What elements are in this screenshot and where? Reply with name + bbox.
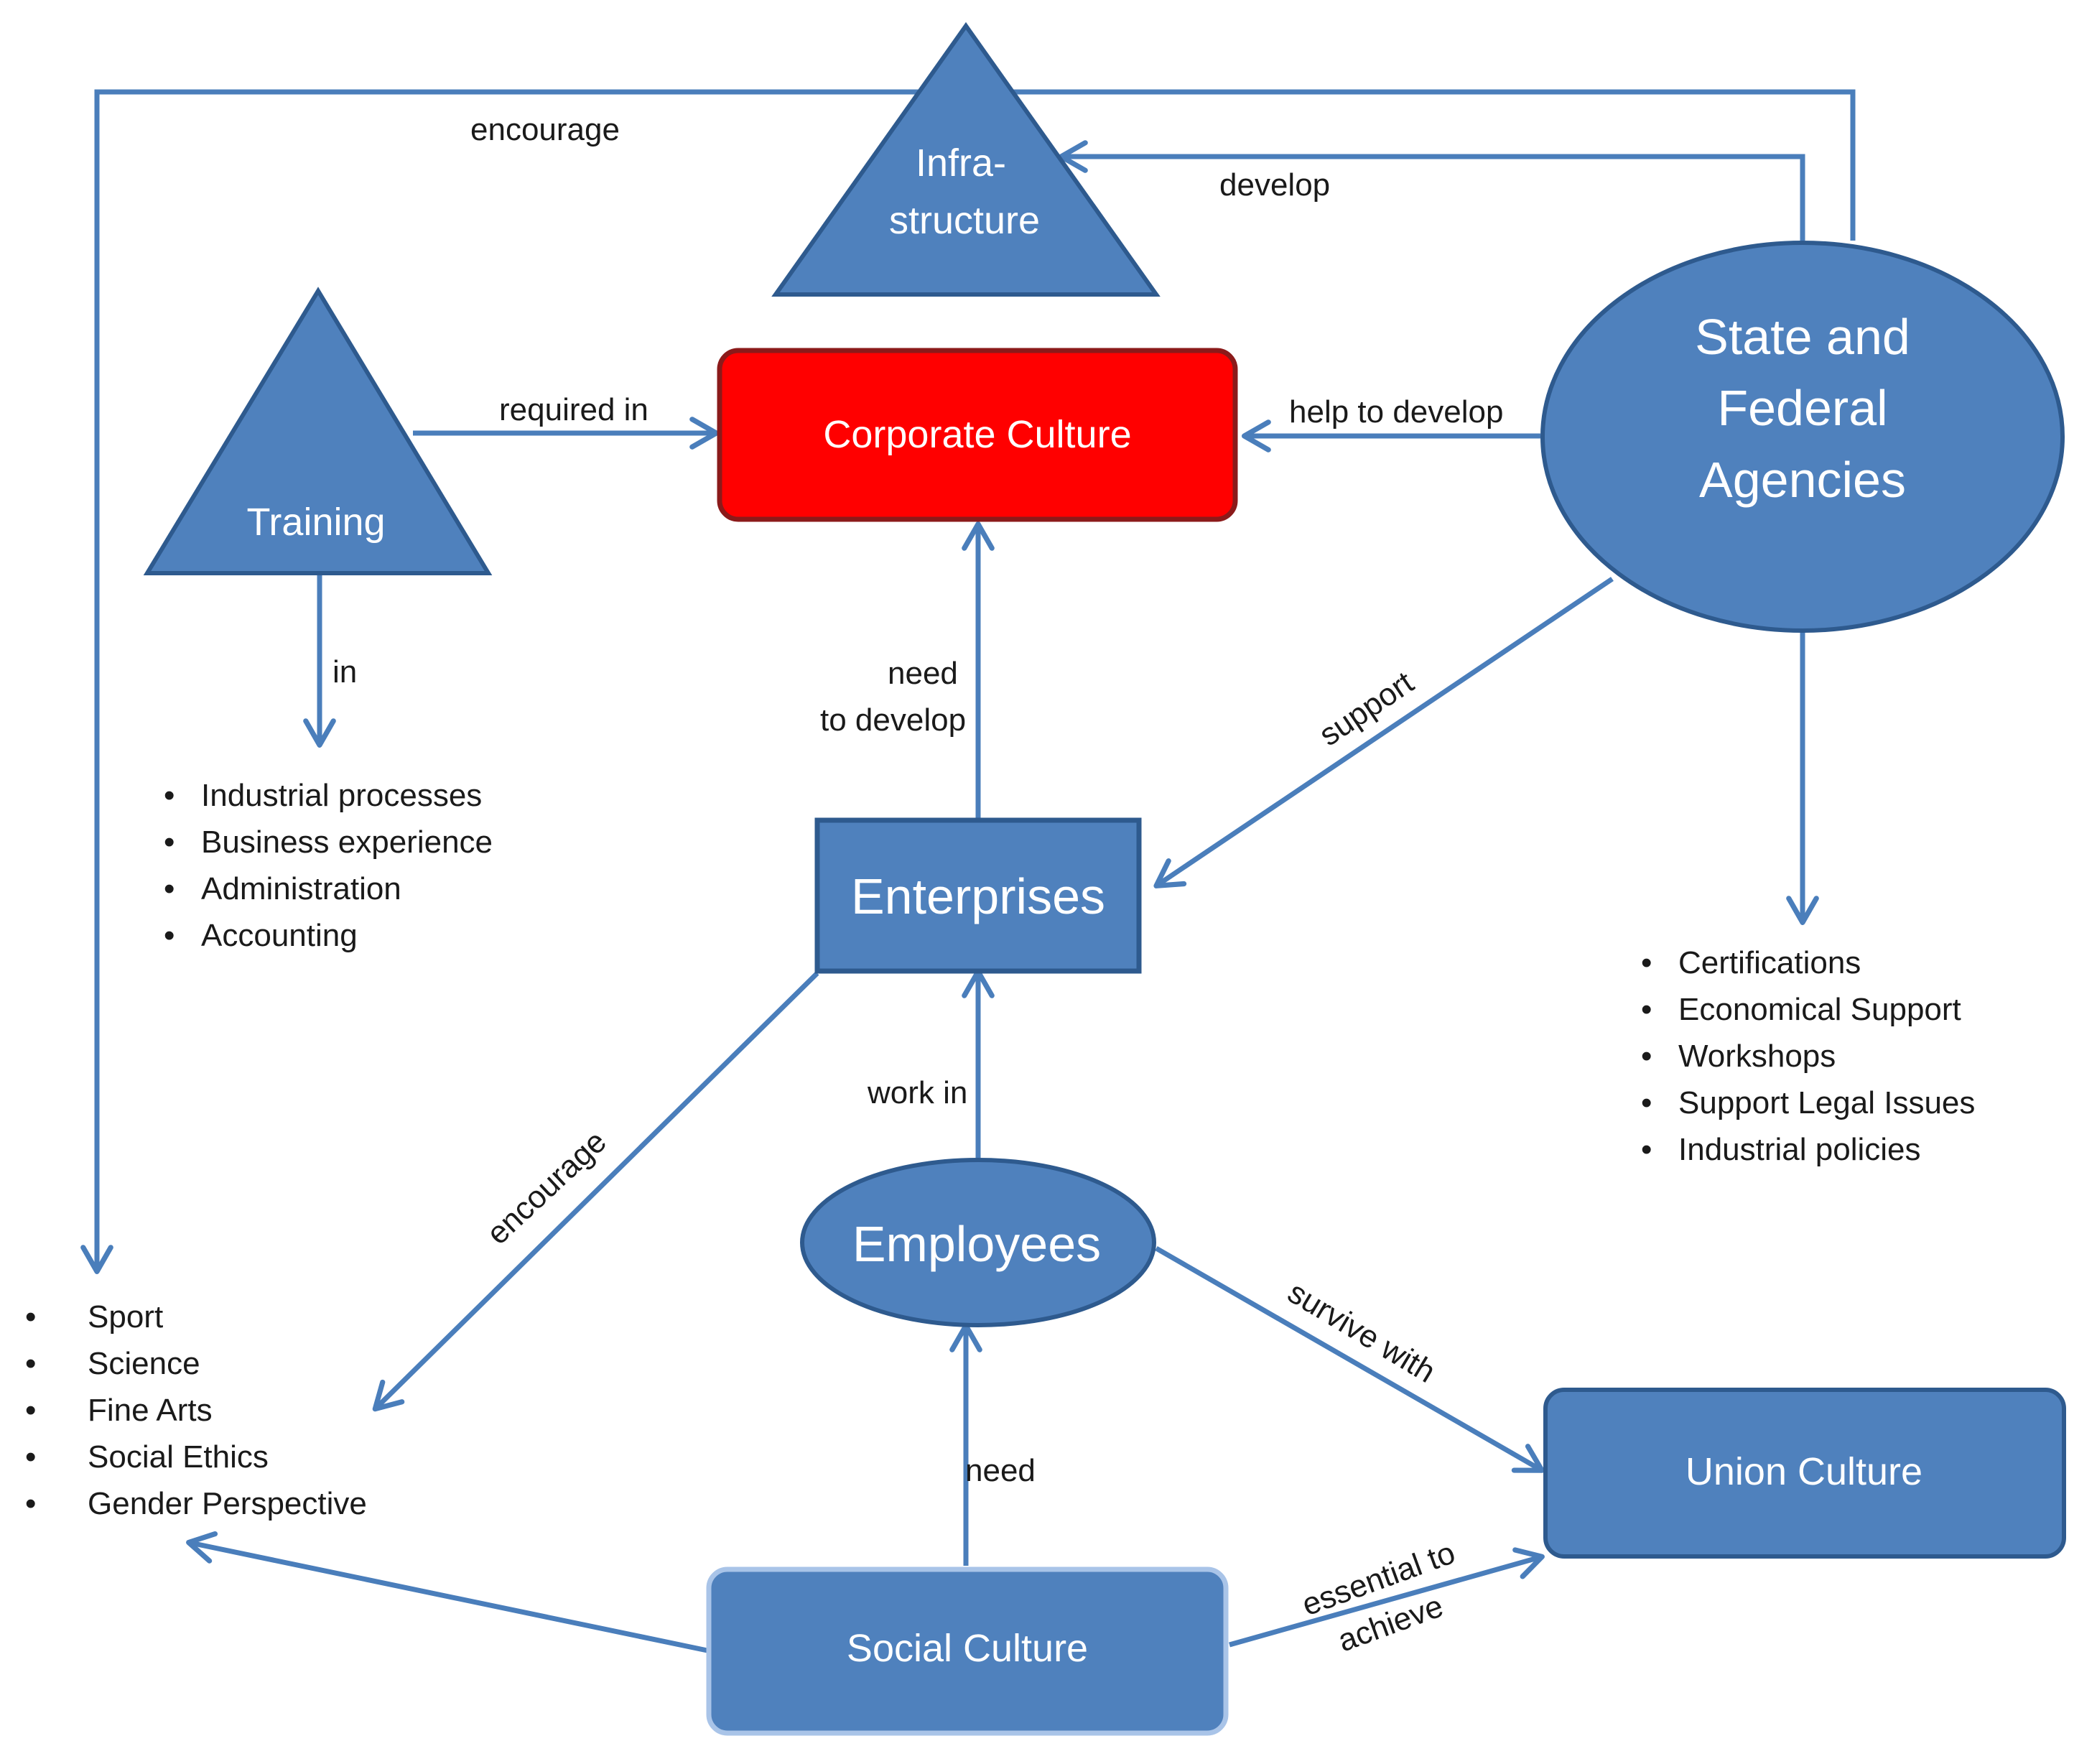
develop-connector	[1059, 140, 1805, 241]
bullet-marker: •	[25, 1439, 36, 1475]
bullet-marker: •	[164, 918, 175, 953]
corporate-culture-label: Corporate Culture	[823, 413, 1131, 456]
enterprises-node: Enterprises	[814, 817, 1142, 974]
bullet-marker: •	[25, 1393, 36, 1428]
list-item: • Industrial processes	[164, 778, 482, 813]
enterprises-label: Enterprises	[851, 868, 1105, 924]
bullet-marker: •	[25, 1299, 36, 1334]
union-culture-label: Union Culture	[1685, 1450, 1922, 1493]
list-item-label: Economical Support	[1678, 992, 1961, 1027]
list-item: • Economical Support	[1641, 992, 1961, 1027]
infrastructure-label-line2: structure	[889, 199, 1040, 242]
state-agencies-label-line1: State and	[1695, 309, 1910, 365]
need-to-develop-label-line1: need	[888, 656, 958, 691]
essential-connector	[1229, 1547, 1545, 1648]
list-item: • Gender Perspective	[25, 1486, 367, 1521]
social-list: • Sport • Science • Fine Arts • Social Ethics • G…	[25, 1299, 367, 1521]
list-item-label: Social Ethics	[88, 1439, 269, 1475]
list-item: • Accounting	[164, 918, 358, 953]
encourage-top-label: encourage	[470, 112, 620, 147]
bullet-marker: •	[164, 871, 175, 906]
encourage-diagonal-label: encourage	[480, 1124, 613, 1252]
social-list-connector	[186, 1531, 708, 1653]
list-item-label: Accounting	[201, 918, 358, 953]
in-label: in	[333, 654, 357, 690]
state-agencies-label-line2: Federal	[1717, 380, 1887, 436]
corporate-culture-node: Corporate Culture	[717, 348, 1238, 522]
list-item-label: Certifications	[1678, 945, 1861, 980]
social-culture-label: Social Culture	[847, 1627, 1088, 1670]
list-item: • Certifications	[1641, 945, 1861, 980]
infrastructure-label-line1: Infra-	[916, 141, 1006, 185]
bullet-marker: •	[25, 1346, 36, 1381]
training-list: • Industrial processes • Business experienc…	[164, 778, 493, 953]
help-to-develop-label: help to develop	[1289, 394, 1503, 430]
infrastructure-node: Infra- structure	[771, 22, 1161, 297]
bullet-marker: •	[1641, 1039, 1652, 1074]
list-item-label: Administration	[201, 871, 401, 906]
bullet-marker: •	[1641, 945, 1652, 980]
training-node: Training	[143, 287, 493, 575]
union-culture-node: Union Culture	[1543, 1388, 2066, 1559]
state-agencies-label-line3: Agencies	[1699, 452, 1906, 508]
list-item-label: Sport	[88, 1299, 163, 1334]
connectors	[80, 89, 1856, 1653]
list-item-label: Gender Perspective	[88, 1486, 367, 1521]
list-item: • Social Ethics	[25, 1439, 269, 1475]
survive-with-connector	[1155, 1245, 1545, 1473]
list-item: • Workshops	[1641, 1039, 1836, 1074]
employees-label: Employees	[852, 1216, 1101, 1272]
encourage-diagonal-connector	[372, 971, 819, 1412]
list-item-label: Support Legal Issues	[1678, 1085, 1975, 1120]
support-label: support	[1313, 665, 1420, 753]
list-item-label: Business experience	[201, 825, 493, 860]
list-item: • Sport	[25, 1299, 163, 1334]
training-label: Training	[246, 501, 385, 544]
bullet-marker: •	[1641, 992, 1652, 1027]
list-item: • Fine Arts	[25, 1393, 213, 1428]
list-item-label: Fine Arts	[88, 1393, 213, 1428]
employees-node: Employees	[800, 1158, 1156, 1327]
work-in-label: work in	[867, 1075, 967, 1110]
list-item: • Business experience	[164, 825, 493, 860]
list-item-label: Industrial processes	[201, 778, 482, 813]
bullet-marker: •	[1641, 1132, 1652, 1167]
list-item: • Science	[25, 1346, 200, 1381]
agency-list: • Certifications • Economical Support • Works…	[1641, 945, 1975, 1167]
bullet-marker: •	[25, 1486, 36, 1521]
list-item-label: Workshops	[1678, 1039, 1836, 1074]
list-item-label: Industrial policies	[1678, 1132, 1921, 1167]
bullet-marker: •	[1641, 1085, 1652, 1120]
list-item: • Administration	[164, 871, 401, 906]
state-agencies-node: State and Federal Agencies	[1540, 241, 2065, 633]
social-culture-node: Social Culture	[706, 1566, 1229, 1736]
required-in-label: required in	[499, 392, 648, 427]
list-item: • Support Legal Issues	[1641, 1085, 1975, 1120]
support-connector	[1153, 577, 1614, 888]
develop-label: develop	[1219, 167, 1330, 203]
need-label: need	[965, 1453, 1036, 1488]
list-item: • Industrial policies	[1641, 1132, 1921, 1167]
bullet-marker: •	[164, 778, 175, 813]
bullet-marker: •	[164, 825, 175, 860]
need-to-develop-label-line2: to develop	[820, 702, 966, 738]
list-item-label: Science	[88, 1346, 200, 1381]
